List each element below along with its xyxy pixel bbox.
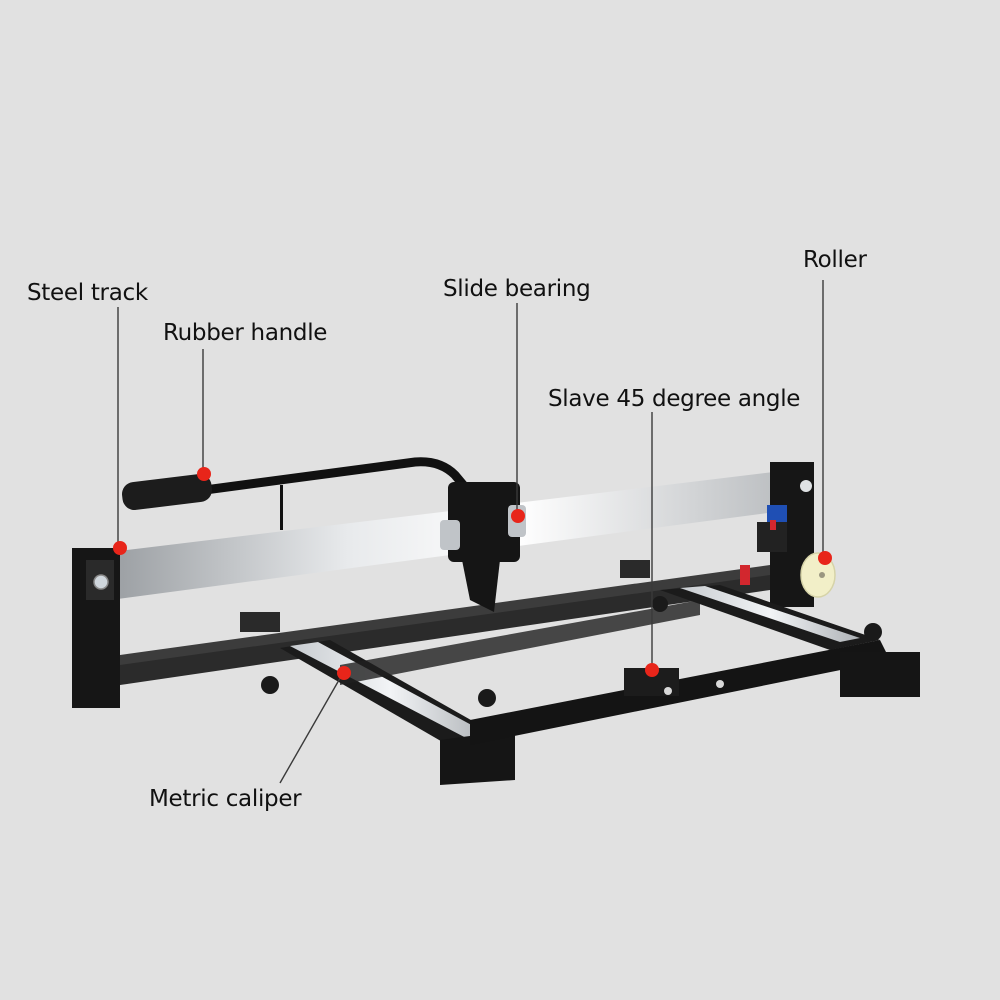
marker-metric-caliper: [337, 666, 351, 680]
callout-markers: [113, 467, 832, 680]
cutting-bed: [120, 560, 770, 685]
callout-lines: [117, 280, 824, 784]
marker-steel-track: [113, 541, 127, 555]
marker-slide-bearing: [511, 509, 525, 523]
label-roller: Roller: [803, 247, 867, 273]
marker-rubber-handle: [197, 467, 211, 481]
label-rubber-handle: Rubber handle: [163, 320, 328, 346]
label-slide-bearing: Slide bearing: [443, 276, 591, 302]
handle-assembly: [122, 457, 485, 530]
label-steel-track: Steel track: [27, 280, 148, 306]
marker-roller: [818, 551, 832, 565]
label-slave-45-degree-angle: Slave 45 degree angle: [548, 386, 801, 412]
marker-slave-45: [645, 663, 659, 677]
left-post: [72, 548, 120, 708]
slide-bearing-head: [440, 482, 526, 612]
label-metric-caliper: Metric caliper: [149, 786, 302, 812]
